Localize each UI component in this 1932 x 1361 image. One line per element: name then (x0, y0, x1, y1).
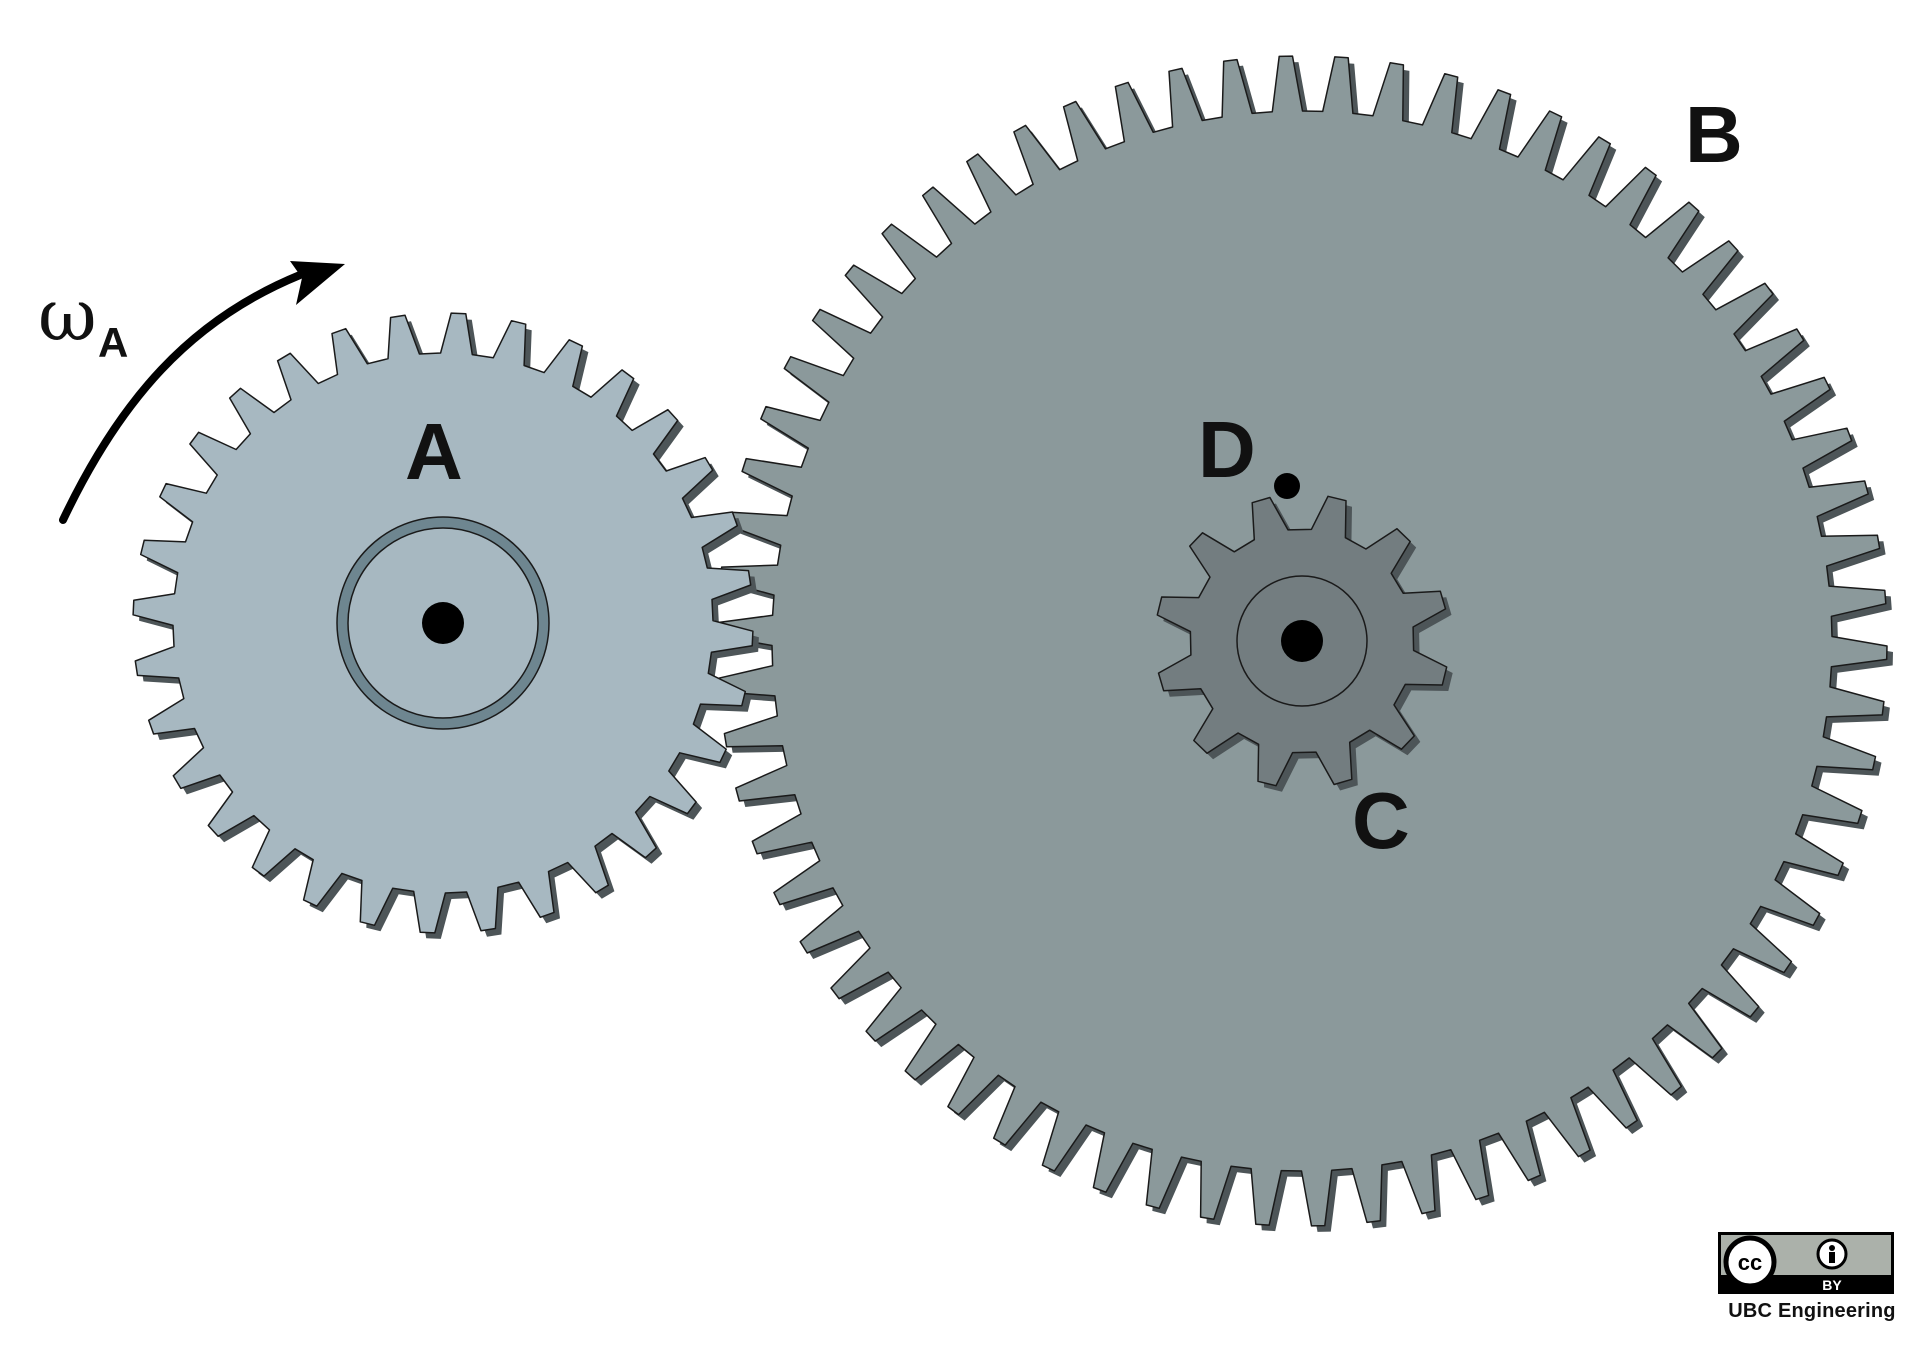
omega-arc (59, 271, 304, 524)
point-d-marker (1274, 473, 1300, 499)
omega-arrowhead-icon (290, 261, 345, 305)
gear-c-label: C (1352, 776, 1410, 865)
gear-a (132, 312, 759, 939)
point-d-label: D (1198, 405, 1256, 494)
cc-logo-text: cc (1738, 1250, 1762, 1275)
credit-text: UBC Engineering (1728, 1300, 1896, 1322)
cc-by-badge: cc BY (1718, 1232, 1894, 1294)
gear-c (1156, 495, 1453, 792)
gear-a-axle (422, 602, 464, 644)
gear-c-axle (1281, 620, 1323, 662)
attribution-person-head-icon (1829, 1245, 1835, 1251)
angular-velocity-arrow (59, 261, 345, 524)
cc-by-text: BY (1822, 1277, 1842, 1293)
gear-b-label: B (1685, 90, 1743, 179)
gear-a-label: A (405, 407, 463, 496)
omega-subscript: A (98, 319, 128, 366)
omega-symbol: ω (38, 273, 97, 357)
attribution-person-body-icon (1829, 1252, 1835, 1263)
cc-logo-icon (1723, 1235, 1777, 1289)
